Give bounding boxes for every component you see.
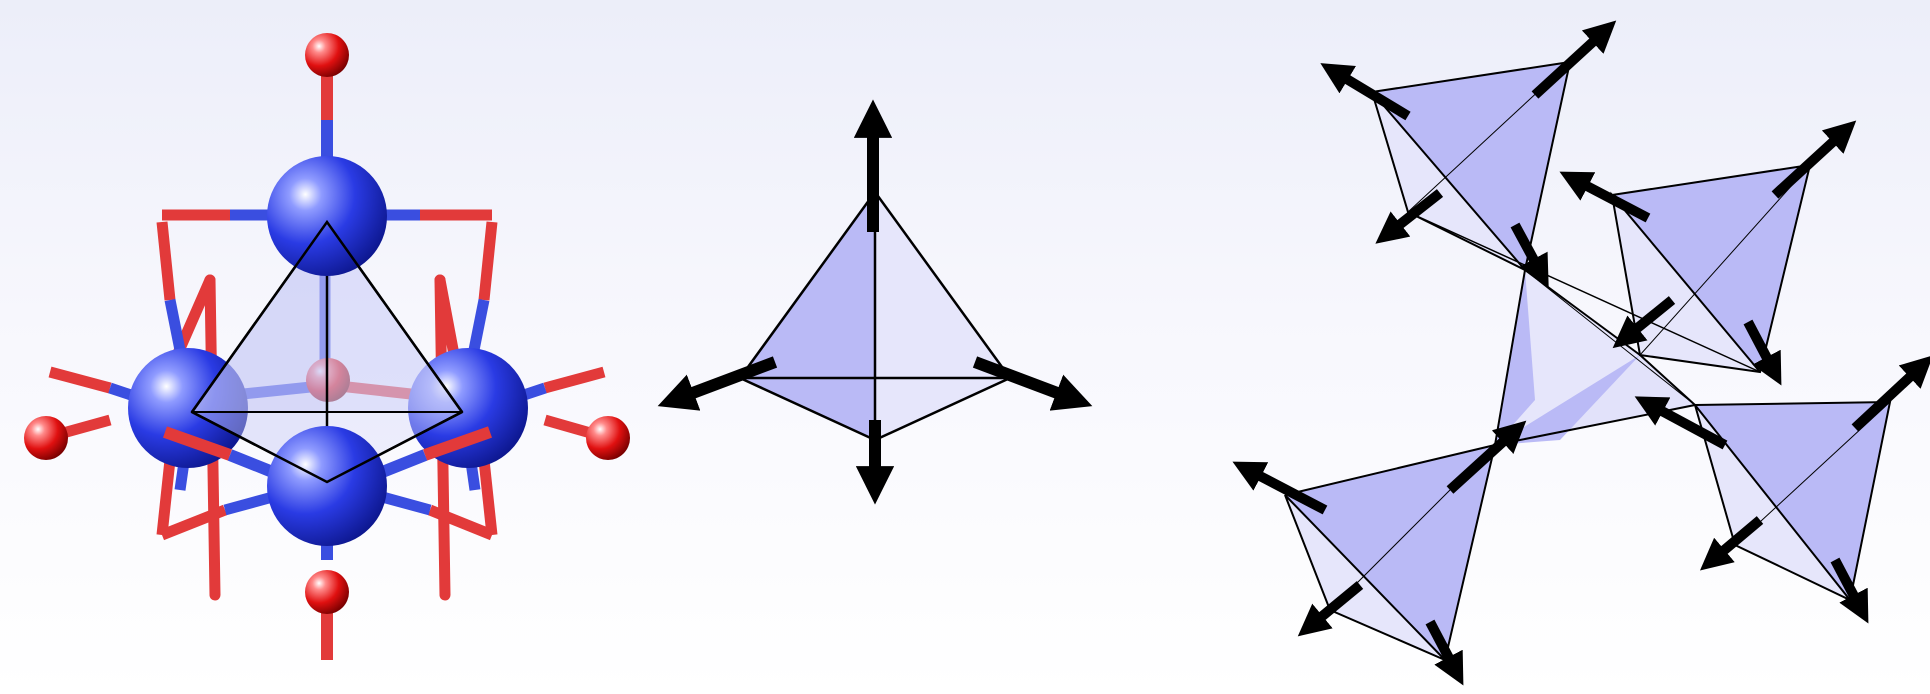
arrows (657, 99, 1093, 505)
bond (156, 459, 176, 536)
bond (427, 504, 495, 541)
oxygen-atom-left (24, 416, 68, 460)
tetra-face (1695, 402, 1890, 600)
arrow (1232, 461, 1328, 515)
arrow-right (972, 356, 1093, 411)
arrow-left (657, 356, 778, 411)
bond (156, 221, 176, 301)
arrow (1297, 581, 1364, 637)
bond (159, 504, 228, 541)
tetra-face (1372, 62, 1570, 270)
arrow (1634, 396, 1728, 450)
metal-atom-left (128, 348, 248, 468)
arrow (1612, 296, 1676, 349)
arrow (1699, 516, 1764, 571)
metal-atom-bottom (267, 426, 387, 546)
arrow (1830, 557, 1869, 624)
arrow (1771, 120, 1857, 199)
arrow (1510, 222, 1549, 288)
bond (48, 366, 112, 394)
bond (422, 426, 493, 461)
network-arrows (1232, 20, 1930, 686)
tetra-face (1495, 270, 1535, 445)
arrow (1425, 619, 1464, 686)
arrow (1743, 319, 1782, 386)
tetra-face-right (875, 192, 1010, 440)
arrow (1531, 20, 1617, 99)
tetra-front-edges (191, 410, 463, 484)
arrow (1851, 355, 1930, 432)
bond (543, 366, 606, 394)
oxygen-atom-bottom (305, 570, 349, 614)
arrow (1446, 420, 1527, 494)
tetra-apex-edges (190, 219, 464, 413)
network-panel (1232, 20, 1930, 686)
tetra-face-left (740, 192, 875, 440)
bond (162, 426, 233, 461)
tetra-face (192, 222, 327, 482)
tetra-face (1495, 355, 1640, 445)
tetra-face (1285, 445, 1495, 660)
tetra-face (327, 222, 462, 482)
oxygen-atom-top (305, 33, 349, 77)
arrow (1559, 171, 1651, 223)
tetrahedron-panel (657, 99, 1093, 505)
cage-tetrahedron (190, 220, 464, 484)
metal-atom-top (267, 156, 387, 276)
bond (478, 459, 498, 536)
bond (478, 221, 498, 301)
oxygen-atom-right (586, 416, 630, 460)
tetra-face (1612, 165, 1810, 372)
arrow (1375, 189, 1444, 244)
molecule-panel (24, 33, 630, 660)
arrow (1320, 63, 1411, 121)
